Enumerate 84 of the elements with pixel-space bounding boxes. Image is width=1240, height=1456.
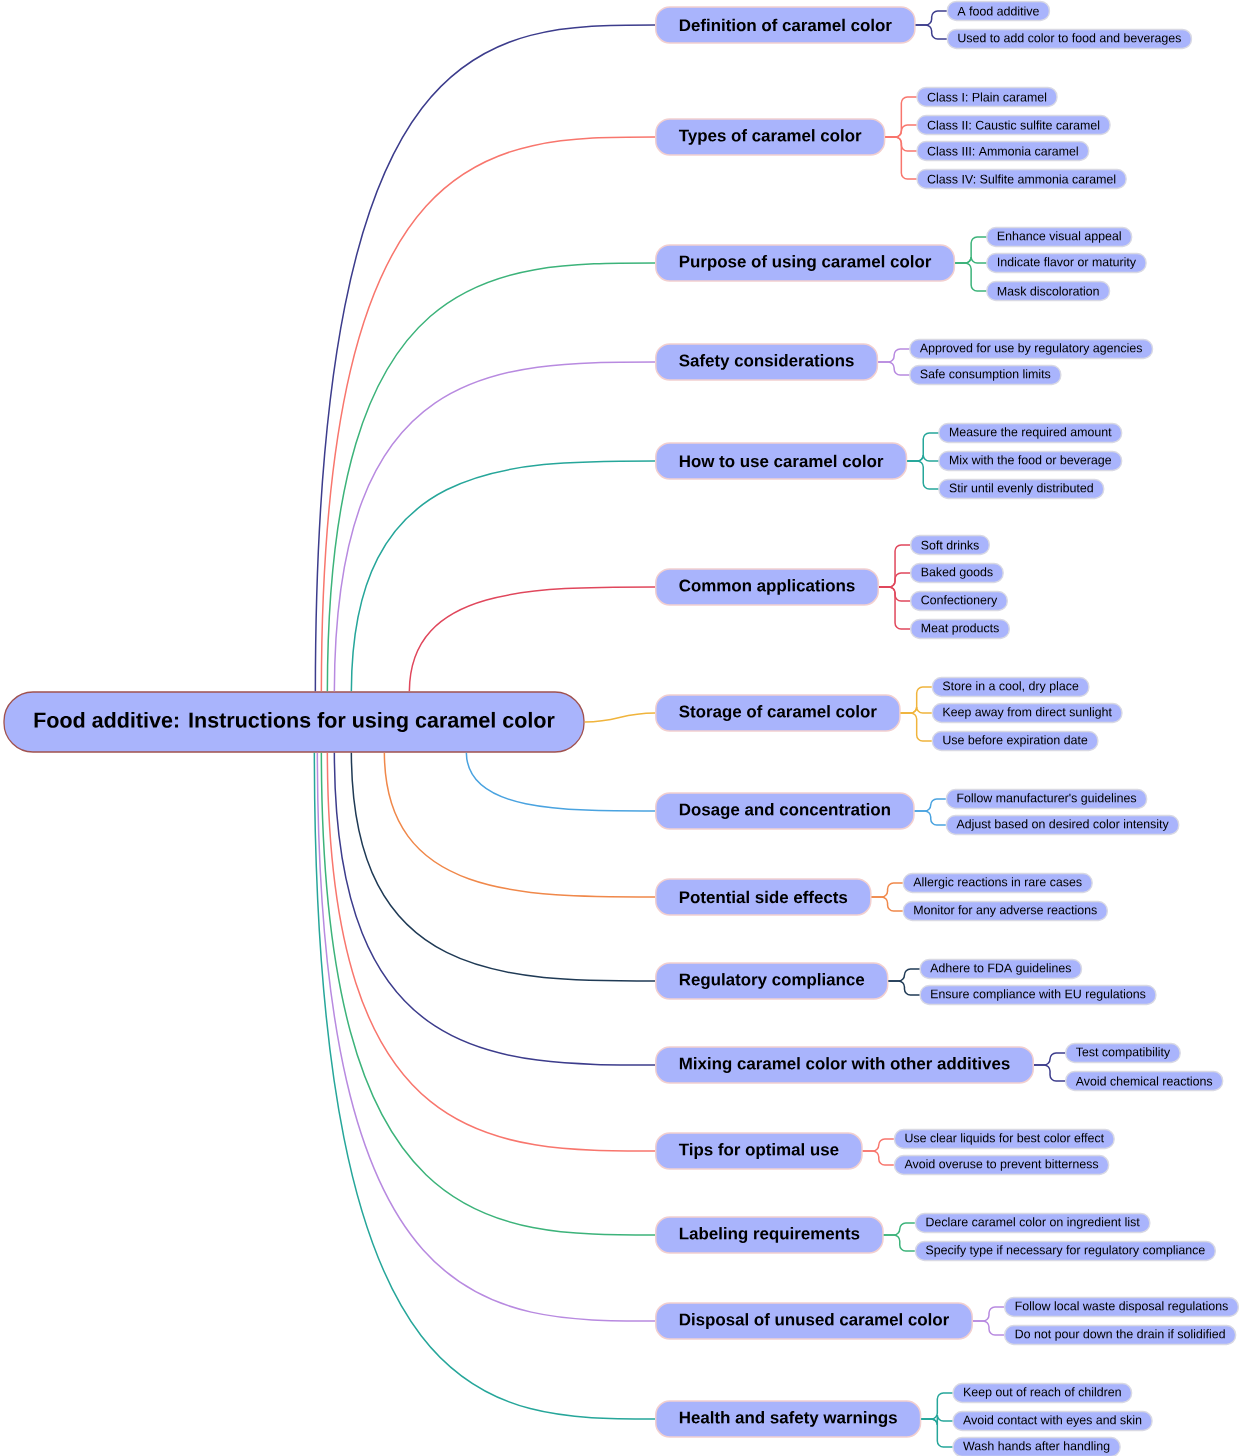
leaf-node: Approved for use by regulatory agencies — [909, 338, 1154, 360]
leaf-node: Soft drinks — [910, 534, 991, 556]
leaf-node: Class IV: Sulfite ammonia caramel — [916, 168, 1127, 190]
branch-curve — [326, 751, 656, 1152]
leaf-node: Safe consumption limits — [909, 364, 1062, 386]
leaf-node: Indicate flavor or maturity — [986, 252, 1147, 274]
bracket-connector — [877, 361, 910, 376]
leaf-node: Allergic reactions in rare cases — [902, 872, 1093, 894]
leaf-node: Used to add color to food and beverages — [946, 28, 1193, 50]
leaf-node: Class II: Caustic sulfite caramel — [916, 114, 1111, 136]
leaf-node: Avoid chemical reactions — [1065, 1070, 1224, 1092]
branch-node: Storage of caramel color — [655, 694, 901, 732]
leaf-node: Use before expiration date — [931, 730, 1099, 752]
leaf-node: Declare caramel color on ingredient list — [914, 1212, 1151, 1234]
leaf-node: Store in a cool, dry place — [931, 676, 1090, 698]
bracket-connector — [1033, 1064, 1066, 1082]
branch-curve — [350, 460, 656, 693]
branch-node: Health and safety warnings — [655, 1400, 922, 1438]
bracket-connector — [906, 460, 939, 490]
central-node: Food additive: Instructions for using caramel color — [3, 691, 585, 753]
leaf-node: Monitor for any adverse reactions — [902, 900, 1108, 922]
leaf-node: Baked goods — [910, 562, 1004, 584]
branch-curve — [408, 586, 656, 693]
branch-node: Common applications — [655, 568, 880, 606]
leaf-node: Use clear liquids for best color effect — [893, 1128, 1115, 1150]
leaf-node: Keep away from direct sunlight — [931, 702, 1123, 724]
bracket-connector — [870, 896, 904, 912]
leaf-node: Stir until evenly distributed — [938, 478, 1105, 500]
leaf-node: Confectionery — [910, 590, 1008, 612]
branch-node: Purpose of using caramel color — [655, 244, 956, 282]
leaf-node: Avoid overuse to prevent bitterness — [893, 1154, 1110, 1176]
branch-curve — [333, 361, 656, 693]
branch-node: Mixing caramel color with other additives — [655, 1046, 1034, 1084]
branch-curve — [320, 136, 656, 693]
branch-node: Types of caramel color — [655, 118, 886, 156]
bracket-connector — [954, 262, 987, 292]
branch-curve — [333, 751, 656, 1066]
branch-curve — [583, 712, 656, 723]
bracket-connector — [883, 1234, 916, 1252]
branch-curve — [326, 262, 656, 693]
leaf-node: Wash hands after handling — [952, 1436, 1121, 1456]
bracket-connector — [972, 1320, 1005, 1336]
bracket-connector — [914, 24, 948, 40]
bracket-connector — [914, 810, 947, 826]
leaf-node: Class III: Ammonia caramel — [916, 140, 1090, 162]
leaf-node: Follow local waste disposal regulations — [1003, 1296, 1240, 1318]
leaf-node: Enhance visual appeal — [986, 226, 1133, 248]
leaf-node: Ensure compliance with EU regulations — [919, 984, 1157, 1006]
leaf-node: Specify type if necessary for regulatory compliance — [914, 1240, 1216, 1262]
bracket-connector — [899, 712, 933, 742]
leaf-node: Keep out of reach of children — [952, 1382, 1133, 1404]
bracket-connector — [887, 980, 921, 996]
branch-node: How to use caramel color — [655, 442, 908, 480]
branch-curve — [320, 751, 656, 1236]
leaf-node: Do not pour down the drain if solidified — [1003, 1324, 1237, 1346]
leaf-node: Avoid contact with eyes and skin — [952, 1410, 1153, 1432]
leaf-node: Class I: Plain caramel — [916, 86, 1058, 108]
branch-node: Regulatory compliance — [655, 962, 889, 1000]
leaf-node: Adjust based on desired color intensity — [945, 814, 1180, 836]
branch-node: Potential side effects — [655, 878, 872, 916]
leaf-node: Meat products — [910, 618, 1010, 640]
leaf-node: Mask discoloration — [986, 280, 1111, 302]
leaf-node: Mix with the food or beverage — [938, 450, 1123, 472]
branch-curve — [465, 751, 656, 812]
branch-curve — [314, 24, 656, 693]
leaf-node: Measure the required amount — [938, 422, 1123, 444]
branch-curve — [383, 751, 656, 898]
bracket-connector — [862, 1150, 895, 1166]
branch-node: Definition of caramel color — [655, 6, 916, 44]
bracket-connector — [920, 1418, 954, 1448]
leaf-node: Test compatibility — [1065, 1042, 1181, 1064]
branch-curve — [350, 751, 656, 982]
leaf-node: Follow manufacturer's guidelines — [945, 788, 1148, 810]
leaf-node: A food additive — [946, 0, 1051, 22]
branch-node: Dosage and concentration — [655, 792, 915, 830]
branch-node: Disposal of unused caramel color — [655, 1302, 973, 1340]
branch-node: Tips for optimal use — [655, 1132, 863, 1170]
branch-curve — [313, 751, 656, 1420]
branch-node: Labeling requirements — [655, 1216, 884, 1254]
branch-node: Safety considerations — [655, 343, 879, 381]
bracket-connector — [884, 136, 918, 180]
leaf-node: Adhere to FDA guidelines — [919, 958, 1083, 980]
branch-curve — [316, 751, 656, 1322]
bracket-connector — [878, 586, 911, 630]
